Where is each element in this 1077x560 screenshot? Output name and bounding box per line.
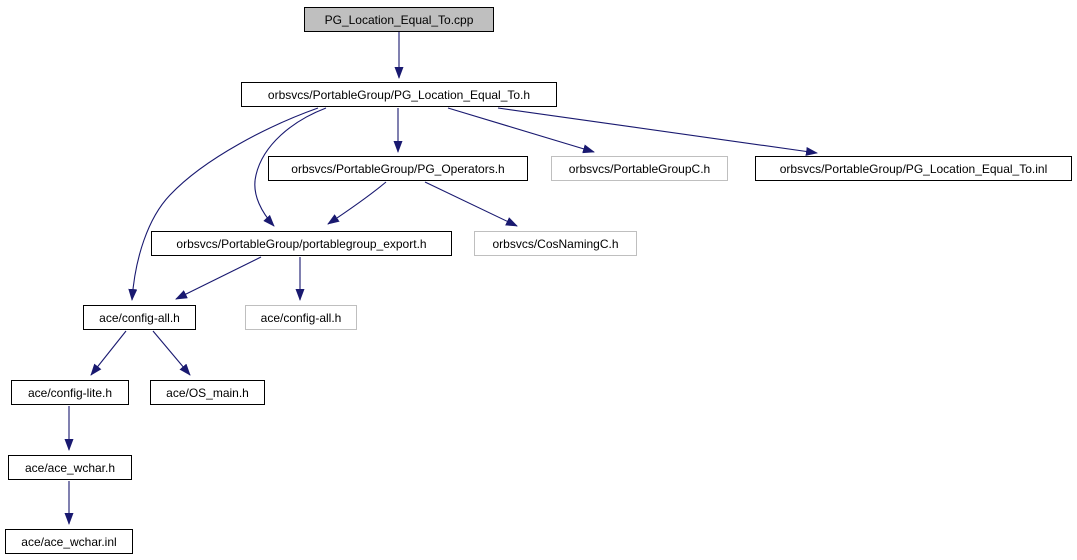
graph-node-config-all-h[interactable]: ace/config-all.h	[83, 305, 196, 330]
edge-pg-operators-h-to-portablegroup-export-h	[327, 181, 387, 225]
graph-node-cosnamingc-h: orbsvcs/CosNamingC.h	[474, 231, 637, 256]
graph-node-pg-location-equal-to-inl[interactable]: orbsvcs/PortableGroup/PG_Location_Equal_…	[755, 156, 1072, 181]
graph-node-ace-wchar-h[interactable]: ace/ace_wchar.h	[8, 455, 132, 480]
graph-node-label: orbsvcs/PortableGroup/portablegroup_expo…	[176, 236, 427, 251]
graph-node-label: orbsvcs/PortableGroupC.h	[568, 161, 711, 176]
edge-pg-location-equal-to-h-to-portablegroupc-h	[447, 107, 595, 154]
graph-node-pg-location-equal-to-cpp: PG_Location_Equal_To.cpp	[304, 7, 494, 32]
graph-node-portablegroup-export-h[interactable]: orbsvcs/PortableGroup/portablegroup_expo…	[151, 231, 452, 256]
graph-node-label: orbsvcs/PortableGroup/PG_Location_Equal_…	[779, 161, 1048, 176]
graph-node-label: ace/config-all.h	[260, 310, 342, 325]
graph-node-label: PG_Location_Equal_To.cpp	[324, 12, 474, 27]
graph-node-config-lite-h[interactable]: ace/config-lite.h	[11, 380, 129, 405]
graph-node-portablegroupc-h: orbsvcs/PortableGroupC.h	[551, 156, 728, 181]
edge-pg-location-equal-to-h-to-config-all-h	[128, 107, 319, 301]
graph-node-label: ace/OS_main.h	[166, 385, 249, 400]
edge-pg-operators-h-to-cosnamingc-h	[424, 181, 518, 227]
graph-node-os-main-h[interactable]: ace/OS_main.h	[150, 380, 265, 405]
graph-node-ace-wchar-inl[interactable]: ace/ace_wchar.inl	[5, 529, 133, 554]
graph-node-label: ace/ace_wchar.h	[24, 460, 116, 475]
graph-node-label: orbsvcs/PortableGroup/PG_Location_Equal_…	[267, 87, 531, 102]
graph-node-pg-location-equal-to-h[interactable]: orbsvcs/PortableGroup/PG_Location_Equal_…	[241, 82, 557, 107]
edge-pg-location-equal-to-h-to-pg-location-equal-to-inl	[497, 107, 818, 156]
graph-node-label: orbsvcs/PortableGroup/PG_Operators.h	[291, 161, 505, 176]
edge-config-all-h-to-os-main-h	[152, 330, 191, 376]
graph-node-label: ace/config-lite.h	[27, 385, 113, 400]
graph-node-config-all-h-external: ace/config-all.h	[245, 305, 357, 330]
edge-config-all-h-to-config-lite-h	[90, 330, 127, 376]
graph-node-label: ace/config-all.h	[99, 310, 180, 325]
graph-node-label: ace/ace_wchar.inl	[21, 534, 117, 549]
graph-node-pg-operators-h[interactable]: orbsvcs/PortableGroup/PG_Operators.h	[268, 156, 528, 181]
edge-portablegroup-export-h-to-config-all-h	[175, 256, 262, 300]
graph-node-label: orbsvcs/CosNamingC.h	[492, 236, 619, 251]
